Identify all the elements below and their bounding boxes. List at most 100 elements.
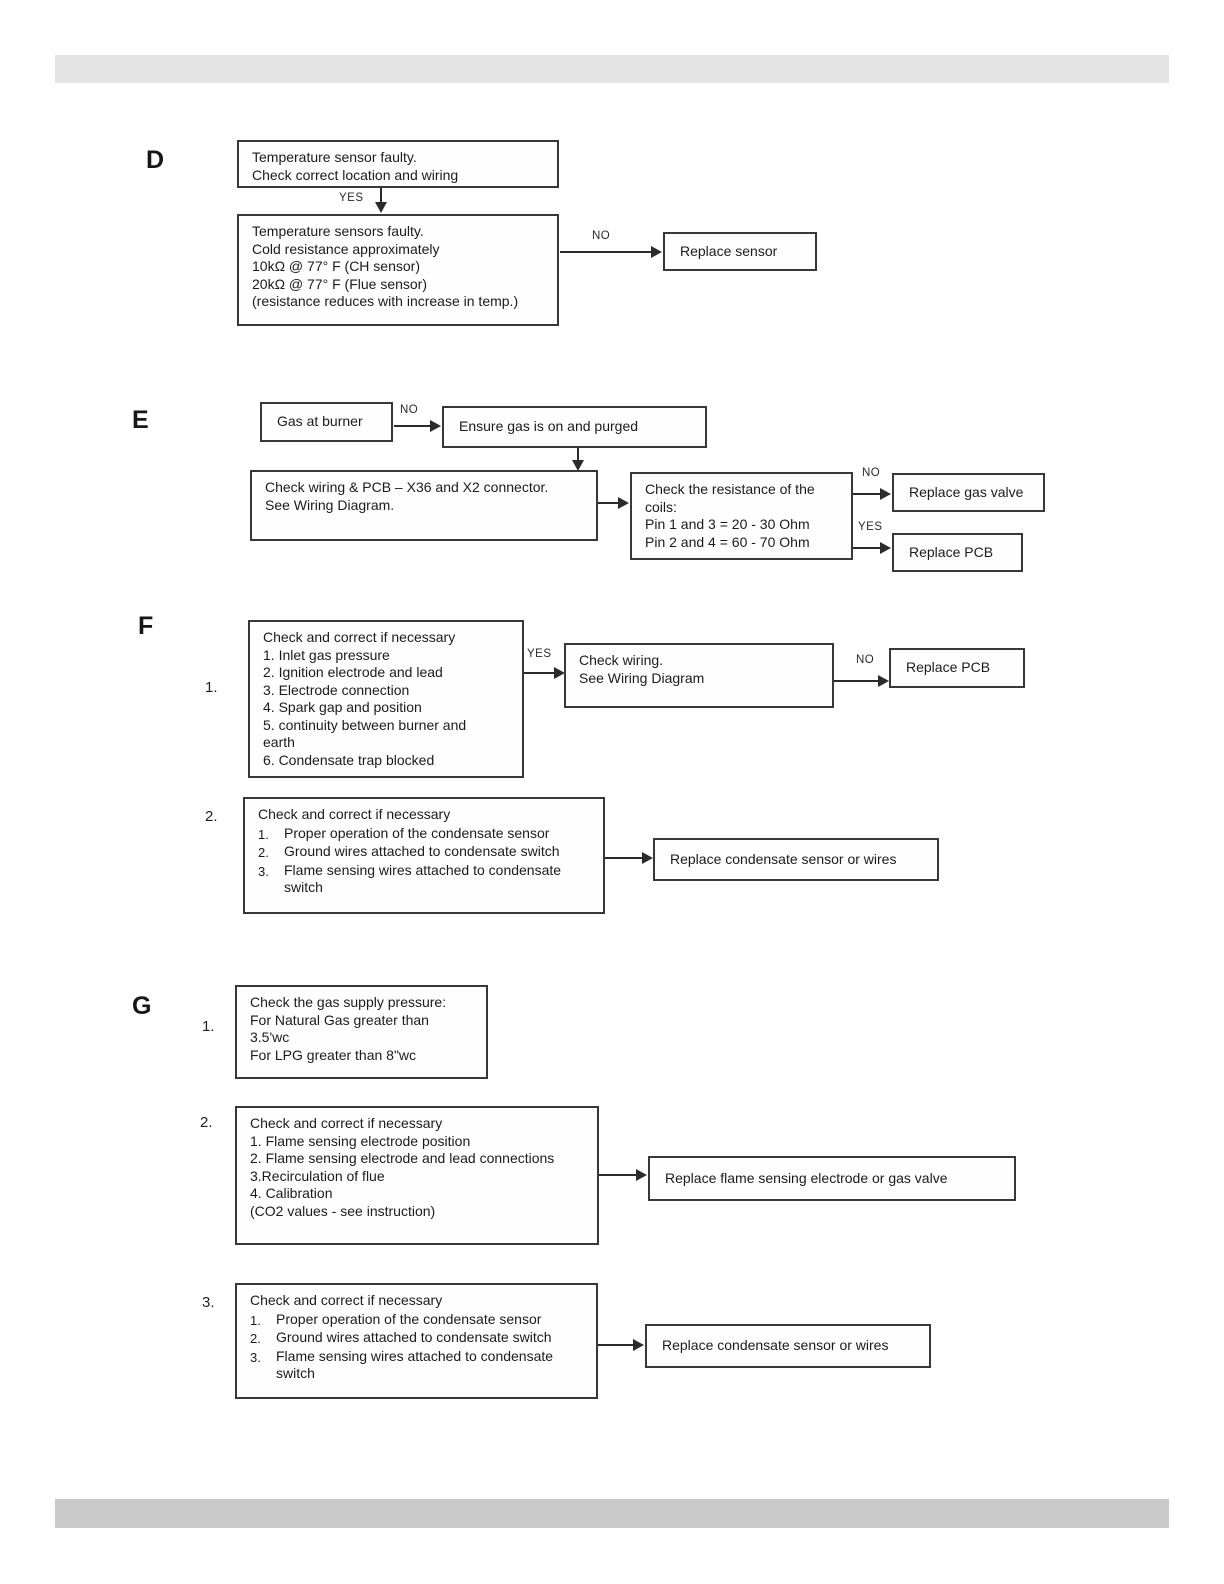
section-label-d: D [146, 146, 165, 174]
right-arrow-e-yes [853, 542, 891, 554]
right-arrow-f2 [834, 675, 889, 687]
no-arrow-label-f: NO [856, 654, 875, 666]
text-line: See Wiring Diagram [579, 669, 705, 686]
text-line: For Natural Gas greater than [250, 1011, 429, 1028]
temp-sensor-resistance-box: Temperature sensors faulty.Cold resistan… [237, 214, 559, 326]
list-item-number: 2. [258, 845, 269, 860]
right-arrow-g2 [598, 1339, 644, 1351]
bottom-gray-bar [55, 1499, 1169, 1528]
text-line: 20kΩ @ 77° F (Flue sensor) [252, 275, 427, 292]
list-item: 3. Flame sensing wires attached to conden… [258, 862, 595, 897]
text-line: Temperature sensor faulty. [252, 149, 417, 165]
check-wiring-box-f: Check wiring.See Wiring Diagram [564, 643, 834, 708]
right-arrow-e1 [394, 420, 441, 432]
replace-flame-electrode-box: Replace flame sensing electrode or gas v… [648, 1156, 1016, 1201]
replace-sensor-label: Replace sensor [680, 242, 778, 259]
item-number-g3: 3. [202, 1294, 215, 1311]
item-number-f2: 2. [205, 808, 218, 825]
replace-pcb-label-e: Replace PCB [909, 543, 994, 560]
text-line: Cold resistance approximately [252, 240, 440, 257]
text-line: 5. continuity between burner and [263, 716, 467, 733]
replace-flame-electrode-label: Replace flame sensing electrode or gas v… [665, 1169, 948, 1186]
numbered-list: 1.Proper operation of the condensate sen… [258, 825, 595, 897]
text-line: 6. Condensate trap blocked [263, 751, 435, 768]
list-item: 3.Flame sensing wires attached to conden… [250, 1348, 588, 1383]
replace-gas-valve-box: Replace gas valve [892, 473, 1045, 512]
section-label-e: E [132, 406, 150, 434]
box-header: Check and correct if necessary [258, 806, 451, 822]
list-item: 1.Proper operation of the condensate sen… [258, 825, 595, 844]
text-line: Pin 2 and 4 = 60 - 70 Ohm [645, 533, 810, 550]
list-item-number: 1. [258, 826, 269, 842]
replace-condensate-box-f: Replace condensate sensor or wires [653, 838, 939, 881]
list-item-number: 3. [258, 863, 269, 879]
check-wiring-pcb-box: Check wiring & PCB – X36 and X2 connecto… [250, 470, 598, 541]
replace-gas-valve-label: Replace gas valve [909, 483, 1024, 500]
list-item-text: Proper operation of the condensate senso… [276, 1310, 542, 1327]
text-line: 2. Ignition electrode and lead [263, 664, 443, 680]
list-item-text: Flame sensing wires attached to condensa… [284, 861, 562, 896]
yes-arrow-label-d: YES [339, 192, 364, 204]
list-item-number: 3. [250, 1349, 261, 1365]
list-item: 2. Ground wires attached to condensate sw… [258, 843, 595, 862]
right-arrow-e2 [598, 497, 629, 509]
temp-sensor-faulty-box: Temperature sensor faulty.Check correct … [237, 140, 559, 188]
ensure-gas-box: Ensure gas is on and purged [442, 406, 707, 448]
text-line: Check the gas supply pressure: [250, 994, 447, 1010]
right-arrow-f1 [524, 667, 565, 679]
text-line: 4. Calibration [250, 1185, 333, 1201]
down-arrow-e [572, 448, 584, 471]
section-label-f: F [138, 612, 154, 640]
text-line: 3. Electrode connection [263, 681, 410, 698]
section-label-g: G [132, 992, 152, 1020]
item-number-g1: 1. [202, 1018, 215, 1035]
list-item-number: 1. [250, 1312, 261, 1328]
text-line: 3.5'wc [250, 1029, 290, 1045]
text-line: Check and correct if necessary [250, 1115, 443, 1131]
replace-condensate-label-g: Replace condensate sensor or wires [662, 1337, 889, 1354]
text-line: 1. Inlet gas pressure [263, 646, 390, 663]
replace-pcb-label-f: Replace PCB [906, 659, 991, 676]
gas-supply-pressure-box: Check the gas supply pressure:For Natura… [235, 985, 488, 1079]
no-arrow-label-e2: NO [862, 467, 881, 479]
text-line: Check the resistance of the [645, 481, 815, 497]
list-item: 1. Proper operation of the condensate sen… [250, 1311, 588, 1330]
replace-condensate-box-g: Replace condensate sensor or wires [645, 1324, 931, 1368]
yes-arrow-label-e: YES [858, 521, 883, 533]
text-line: See Wiring Diagram. [265, 496, 395, 513]
right-arrow-d [560, 246, 662, 258]
gas-at-burner-box: Gas at burner [260, 402, 393, 442]
no-arrow-label-e1: NO [400, 404, 419, 416]
text-line: Check wiring & PCB – X36 and X2 connecto… [265, 479, 549, 495]
replace-sensor-box: Replace sensor [663, 232, 817, 271]
list-item-number: 2. [250, 1331, 261, 1346]
text-line: Check correct location and wiring [252, 166, 459, 183]
text-line: 3.Recirculation of flue [250, 1167, 385, 1184]
right-arrow-g1 [599, 1169, 647, 1181]
text-line: 10kΩ @ 77° F (CH sensor) [252, 258, 420, 274]
yes-arrow-label-f: YES [527, 648, 552, 660]
down-arrow-d [375, 188, 387, 213]
text-line: For LPG greater than 8"wc [250, 1046, 417, 1063]
condensate-check-box-f: Check and correct if necessary 1.Proper … [243, 797, 605, 914]
replace-condensate-label-f: Replace condensate sensor or wires [670, 850, 897, 867]
list-item-text: Ground wires attached to condensate swit… [284, 843, 560, 859]
text-line: 1. Flame sensing electrode position [250, 1132, 471, 1149]
text-line: 2. Flame sensing electrode and lead conn… [250, 1150, 555, 1166]
text-line: (CO2 values - see instruction) [250, 1202, 436, 1219]
gas-at-burner-label: Gas at burner [277, 413, 363, 430]
numbered-list: 1. Proper operation of the condensate sen… [250, 1311, 588, 1383]
top-gray-bar [55, 55, 1169, 83]
list-item-text: Ground wires attached to condensate swit… [276, 1329, 552, 1345]
text-line: Temperature sensors faulty. [252, 223, 424, 239]
right-arrow-e-no [853, 488, 891, 500]
text-line: 4. Spark gap and position [263, 699, 422, 715]
box-header: Check and correct if necessary [250, 1292, 443, 1308]
item-number-g2: 2. [200, 1114, 213, 1131]
replace-pcb-box-e: Replace PCB [892, 533, 1023, 572]
text-line: Check and correct if necessary [263, 629, 456, 645]
ensure-gas-label: Ensure gas is on and purged [459, 418, 639, 435]
